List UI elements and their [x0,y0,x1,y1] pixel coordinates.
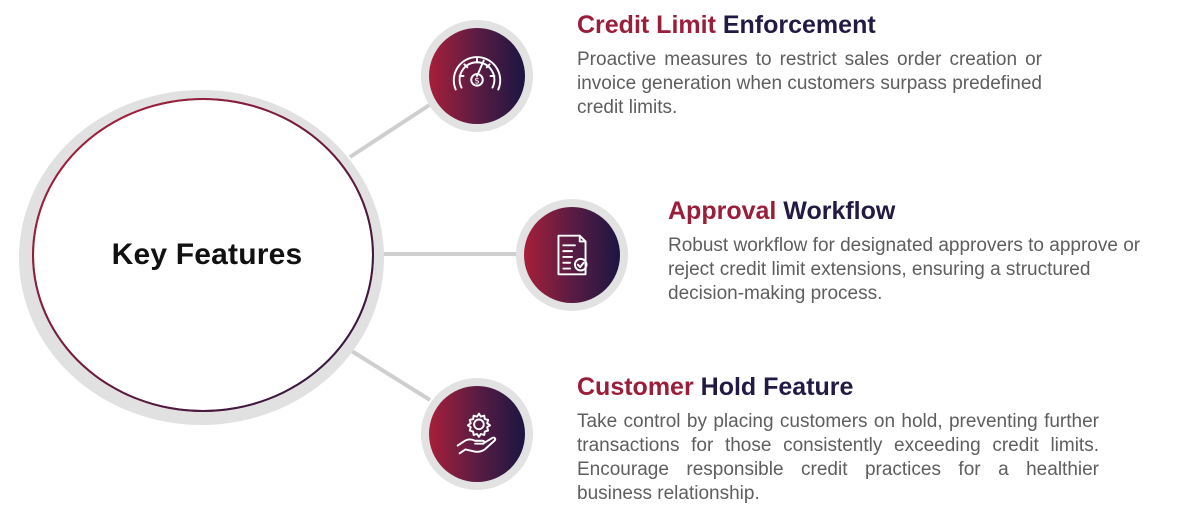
feature-title-rest: Hold Feature [693,373,854,401]
feature-title-accent: Approval [668,197,777,225]
svg-text:$: $ [474,76,480,86]
feature-title-accent: Credit Limit [577,11,716,39]
feature-node-customer-hold [421,378,533,490]
speedometer-dollar-icon: $ [452,56,502,91]
feature-title-rest: Enforcement [715,11,876,39]
hub-circle [32,98,374,412]
feature-customer-hold: Customer Hold Feature Take control by pl… [577,372,1099,506]
feature-title: Credit Limit Enforcement [577,10,1042,40]
feature-title: Approval Workflow [668,196,1148,226]
document-check-icon [557,234,588,276]
feature-approval-workflow: Approval Workflow Robust workflow for de… [668,196,1148,306]
feature-credit-limit: Credit Limit Enforcement Proactive measu… [577,10,1042,120]
feature-description: Take control by placing customers on hol… [577,411,1099,504]
feature-title-accent: Customer [577,373,694,401]
feature-description: Robust workflow for designated approvers… [668,235,1141,304]
feature-title-rest: Workflow [776,197,896,225]
hub-title: Key Features [111,238,303,271]
feature-title: Customer Hold Feature [577,372,1099,402]
feature-node-credit-limit: $ [421,20,533,132]
connector-line-credit-limit [348,98,439,159]
feature-node-approval [516,199,628,311]
hand-gear-icon [456,412,497,455]
connector-line-customer-hold [348,348,432,402]
feature-description: Proactive measures to restrict sales ord… [577,49,1042,118]
